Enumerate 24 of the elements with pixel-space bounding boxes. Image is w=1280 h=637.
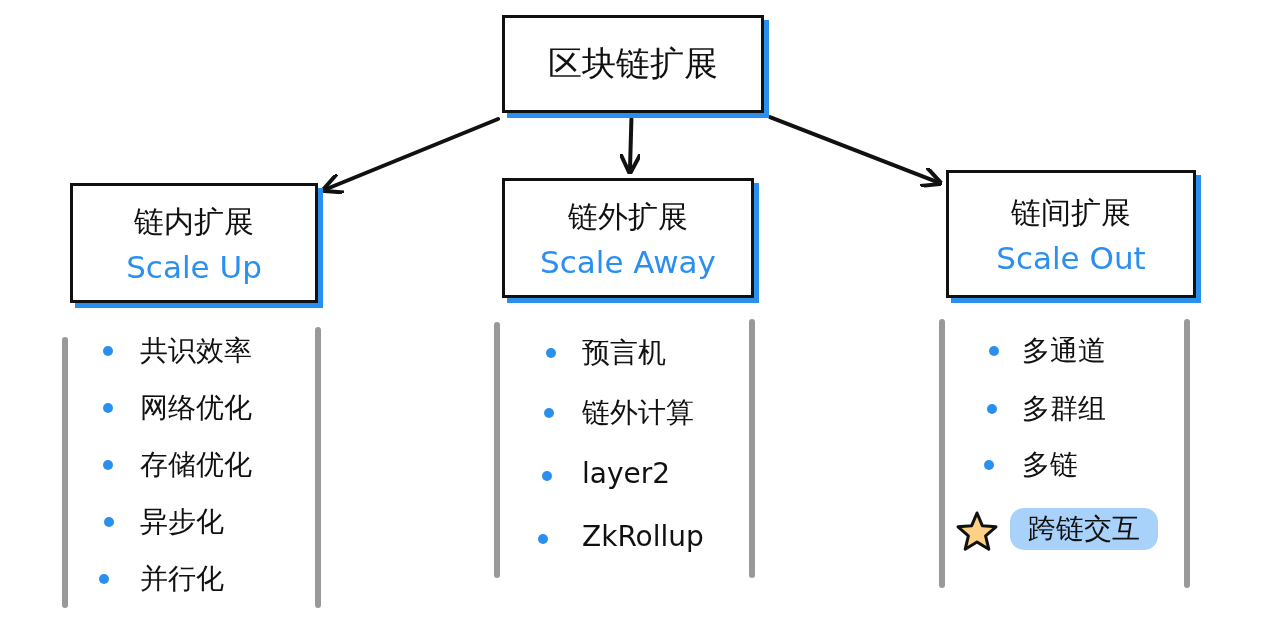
list-item: 多链	[1022, 447, 1078, 483]
list-item: 预言机	[582, 335, 666, 371]
list-item: 并行化	[140, 561, 224, 597]
arrow	[768, 115, 944, 188]
list-item: 异步化	[140, 504, 224, 540]
list-item: layer2	[582, 457, 671, 490]
node-title: 链外扩展	[568, 197, 688, 236]
node-subtitle: Scale Up	[126, 248, 262, 285]
highlighted-text	[1010, 508, 1158, 550]
list-item: 多群组	[1022, 391, 1106, 427]
list-item: 网络优化	[140, 390, 252, 426]
node-subtitle: Scale Away	[540, 243, 716, 280]
list-item: ZkRollup	[582, 520, 704, 553]
list-item: 存储优化	[140, 447, 252, 483]
list-item: 链外计算	[582, 395, 694, 431]
list-item: 共识效率	[140, 333, 252, 369]
node-title: 链内扩展	[134, 202, 254, 241]
node-title: 跨链交互	[1028, 511, 1140, 547]
arrow	[618, 117, 643, 176]
arrow	[320, 117, 501, 195]
list-item: 多通道	[1022, 333, 1106, 369]
node-title: 区块链扩展	[548, 42, 718, 85]
node-subtitle: Scale Out	[996, 239, 1146, 276]
node-title: 链间扩展	[1011, 193, 1131, 232]
